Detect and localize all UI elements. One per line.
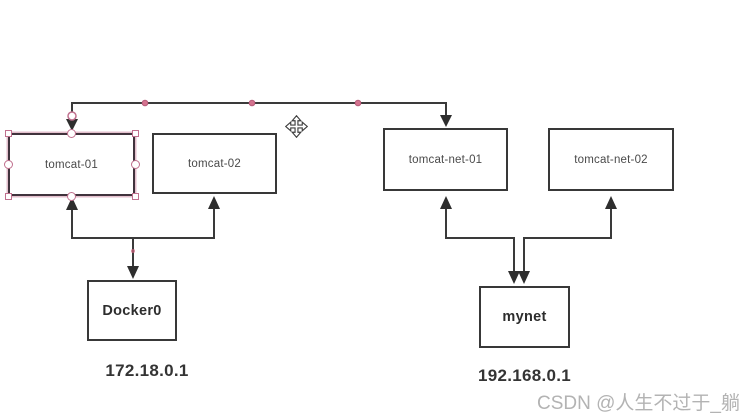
arrowhead-down-docker0 xyxy=(127,266,139,279)
csdn-watermark: CSDN @人生不过于_躺 xyxy=(537,393,740,414)
selection-handle-w[interactable] xyxy=(3,160,13,169)
edge-line xyxy=(71,199,215,239)
move-cursor-icon xyxy=(285,115,308,138)
node-mynet[interactable]: mynet xyxy=(479,286,570,348)
edge-waypoint[interactable] xyxy=(141,99,149,107)
selection-handle-sw[interactable] xyxy=(4,192,12,200)
edge-line xyxy=(523,200,612,271)
selection-handle-n[interactable] xyxy=(67,128,76,138)
arrowhead-down-tomcat01 xyxy=(66,119,78,131)
node-label: tomcat-net-01 xyxy=(408,153,483,166)
edge-tomcat01-tomcatnet01[interactable] xyxy=(66,99,452,131)
node-label: tomcat-02 xyxy=(188,157,241,170)
node-label: tomcat-01 xyxy=(45,158,98,171)
ip-label-docker0: 172.18.0.1 xyxy=(105,361,189,380)
arrowhead-up-tomcat01 xyxy=(66,197,78,210)
ip-label-mynet: 192.168.0.1 xyxy=(477,366,572,385)
edge-docker0-tree[interactable] xyxy=(66,196,220,279)
node-tomcat-02[interactable]: tomcat-02 xyxy=(152,133,277,194)
arrowhead-up-tomcatnet01 xyxy=(440,196,452,209)
edge-line xyxy=(71,102,447,116)
arrowhead-down-tomcatnet01 xyxy=(440,115,452,127)
node-tomcat-net-01[interactable]: tomcat-net-01 xyxy=(383,128,508,191)
node-tomcat-01[interactable]: tomcat-01 xyxy=(8,133,135,196)
edge-waypoint[interactable] xyxy=(248,99,256,107)
node-tomcat-net-02[interactable]: tomcat-net-02 xyxy=(548,128,674,191)
arrowhead-down-mynet-left xyxy=(508,271,520,284)
selection-handle-ne[interactable] xyxy=(131,129,139,137)
node-label: mynet xyxy=(502,309,547,325)
selection-handle-se[interactable] xyxy=(131,192,139,200)
arrowhead-up-tomcatnet02 xyxy=(605,196,617,209)
edge-waypoint[interactable] xyxy=(354,99,362,107)
node-docker0[interactable]: Docker0 xyxy=(87,280,177,341)
edge-mynet-tree[interactable] xyxy=(440,196,617,284)
edge-line xyxy=(445,200,515,271)
node-label: Docker0 xyxy=(102,302,162,319)
selection-handle-e[interactable] xyxy=(130,160,140,169)
arrowhead-down-mynet-right xyxy=(518,271,530,284)
edge-waypoint[interactable] xyxy=(131,249,135,253)
node-label: tomcat-net-02 xyxy=(574,153,648,166)
selection-handle-s[interactable] xyxy=(67,191,76,201)
selection-handle-nw[interactable] xyxy=(4,129,12,137)
arrowhead-up-tomcat02 xyxy=(208,196,220,209)
edge-endpoint-handle[interactable] xyxy=(67,111,77,121)
